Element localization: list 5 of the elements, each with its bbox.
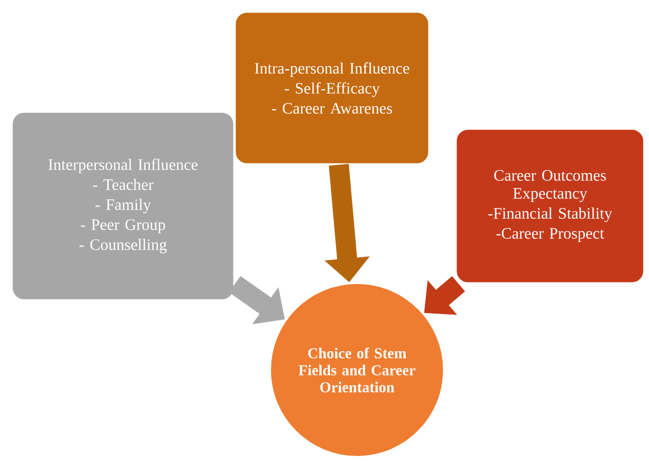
rounded-box: Interpersonal Influence - Teacher - Family - Peer Group - Counselling (11, 111, 235, 301)
rounded-box: Career Outcomes Expectancy -Financial Stability -Career Prospect (455, 128, 645, 284)
circle-node: Choice of Stem Fields and Career Orientation (269, 282, 445, 458)
block-arrow (424, 276, 466, 315)
rounded-box: Intra-personal Influence - Self-Efficacy - Career Awarenes (234, 11, 430, 165)
